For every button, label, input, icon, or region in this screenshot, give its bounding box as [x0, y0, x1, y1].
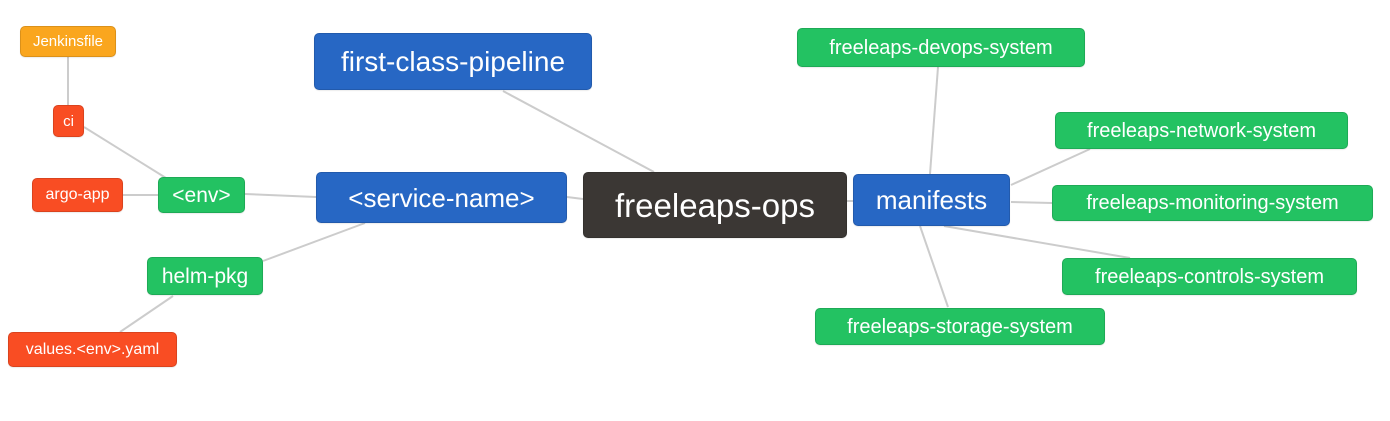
- node-monitoring-system[interactable]: freeleaps-monitoring-system: [1052, 185, 1373, 221]
- node-devops-system[interactable]: freeleaps-devops-system: [797, 28, 1085, 67]
- edge-manifests-to-devops-system: [929, 66, 939, 175]
- node-manifests[interactable]: manifests: [853, 174, 1010, 226]
- node-jenkinsfile[interactable]: Jenkinsfile: [20, 26, 116, 57]
- edge-service-name-to-freeleaps-ops: [566, 196, 584, 200]
- edge-manifests-to-storage-system: [919, 225, 949, 308]
- node-service-name[interactable]: <service-name>: [316, 172, 567, 223]
- node-helm-pkg[interactable]: helm-pkg: [147, 257, 263, 295]
- node-controls-system[interactable]: freeleaps-controls-system: [1062, 258, 1357, 295]
- edge-env-to-service-name: [244, 193, 317, 198]
- node-ci[interactable]: ci: [53, 105, 84, 137]
- node-freeleaps-ops[interactable]: freeleaps-ops: [583, 172, 847, 238]
- node-argo-app[interactable]: argo-app: [32, 178, 123, 212]
- edge-ci-to-env: [83, 126, 167, 179]
- edge-values-env-yaml-to-helm-pkg: [119, 295, 174, 333]
- node-storage-system[interactable]: freeleaps-storage-system: [815, 308, 1105, 345]
- edge-manifests-to-monitoring-system: [1010, 201, 1053, 204]
- node-network-system[interactable]: freeleaps-network-system: [1055, 112, 1348, 149]
- node-env[interactable]: <env>: [158, 177, 245, 213]
- edge-first-class-pipeline-to-freeleaps-ops: [502, 90, 655, 173]
- node-first-class-pipeline[interactable]: first-class-pipeline: [314, 33, 592, 90]
- edge-manifests-to-controls-system: [943, 225, 1131, 259]
- edge-helm-pkg-to-service-name: [262, 222, 366, 262]
- node-values-env-yaml[interactable]: values.<env>.yaml: [8, 332, 177, 367]
- edge-manifests-to-network-system: [1010, 148, 1091, 186]
